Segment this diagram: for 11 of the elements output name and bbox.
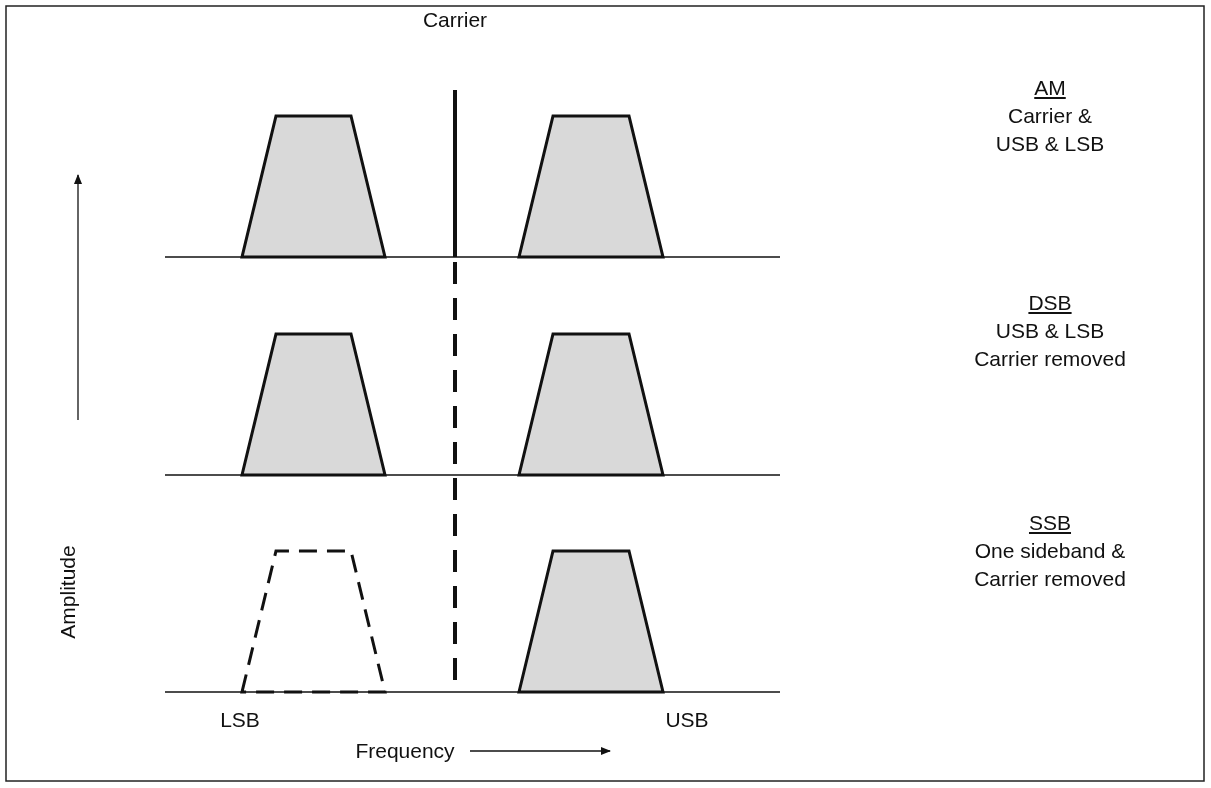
sideband-label: USB <box>664 707 710 733</box>
mode-description: One sideband & Carrier removed <box>973 538 1127 592</box>
mode-heading: DSB <box>1027 290 1073 316</box>
mode-description: Carrier & USB & LSB <box>994 103 1106 157</box>
mode-description: USB & LSB Carrier removed <box>973 318 1127 372</box>
axis-label: Frequency <box>354 738 456 764</box>
mode-heading: AM <box>1033 75 1067 101</box>
carrier-label: Carrier <box>421 7 489 33</box>
mode-heading: SSB <box>1028 510 1072 536</box>
axis-label: Amplitude <box>55 544 80 641</box>
sideband-label: LSB <box>219 707 261 733</box>
